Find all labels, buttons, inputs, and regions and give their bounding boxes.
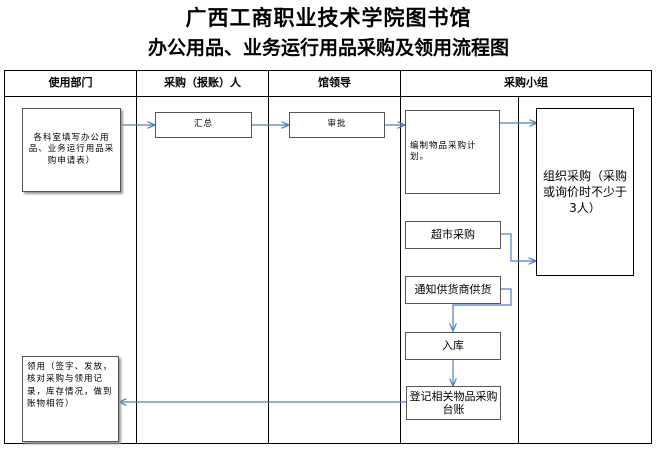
lane-header-purchaser: 采购（报账）人 (164, 76, 241, 89)
node-notify-supplier: 通知供货商供货 (405, 276, 501, 304)
node-approve: 审批 (289, 112, 385, 138)
node-supermarket: 超市采购 (405, 221, 501, 249)
node-register: 登记相关物品采购台账 (406, 386, 501, 420)
lane-header-purchasing-group: 采购小组 (504, 76, 548, 89)
table-frame (4, 70, 652, 444)
page-title: 广西工商职业技术学院图书馆 (185, 5, 472, 30)
node-summary: 汇总 (155, 112, 252, 138)
lane-header-user-dept: 使用部门 (48, 76, 93, 89)
arrow-notify-to-storage (453, 288, 512, 331)
node-organize: 组织采购（采购或询价时不少于3人） (536, 108, 634, 276)
node-apply: 各科室填写办公用品、业务运行用品采购申请表） (22, 108, 121, 192)
node-storage: 入库 (405, 332, 501, 360)
page-subtitle: 办公用品、业务运行用品采购及领用流程图 (147, 37, 509, 59)
arrow-supermarket-to-organize (501, 233, 536, 261)
node-plan: 编制物品采购计划。 (405, 110, 500, 194)
node-receive: 领用（签字、发放，核对采购与领用记录，库存情况，做到账物相符） (22, 356, 119, 442)
lane-header-library-leader: 馆领导 (318, 76, 351, 89)
